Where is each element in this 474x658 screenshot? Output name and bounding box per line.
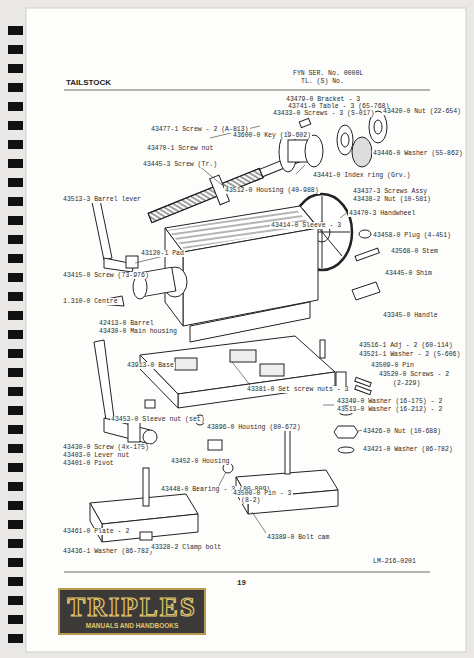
part-label: 43433-0 Screws - 3 (S-017) [272, 110, 375, 117]
part-label: 43389-0 Bolt cam [266, 534, 330, 541]
paper-sheet [26, 8, 466, 652]
part-label: 43470-1 Screw nut [146, 145, 214, 152]
part-label: 43913-0 Base [126, 362, 175, 369]
part-label: 43446-0 Washer (55-862) [372, 150, 464, 157]
part-label: 43328-2 Clamp bolt [150, 544, 222, 551]
part-label: 43349-0 Washer (16-175) - 2 [336, 398, 443, 405]
part-label: 43441-0 Index ring (Grv.) [312, 172, 412, 179]
part-label: 42568-0 Stem [390, 248, 439, 255]
part-label: 43345-0 Handle [382, 312, 439, 319]
part-label: 43430-0 Screw (4x-175) [62, 444, 150, 451]
footer-rule [64, 572, 430, 573]
part-label: 43453-0 Sleeve nut (set) [110, 416, 206, 423]
part-label: 43521-1 Washer - 2 (5-606) [358, 351, 461, 358]
part-label: 43741-0 Table - 3 (65-768) [287, 103, 390, 110]
logo-tagline: MANUALS AND HANDBOOKS [66, 622, 198, 630]
part-label: 43520-0 Screws - 2 [378, 371, 450, 378]
binder-rings [8, 26, 23, 643]
page-title: TAILSTOCK [66, 78, 111, 87]
part-label: 43452-0 Housing [170, 458, 231, 465]
part-label: 43437-3 Screws Assy [352, 188, 428, 195]
part-label: 1.310-0 Centre [62, 298, 119, 305]
part-label: 43600-0 Key (19-602) [232, 132, 312, 139]
part-label: TL. (S) No. [300, 78, 345, 85]
part-label: 43420-0 Nut (22-654) [382, 108, 462, 115]
part-label: 43513-3 Barrel lever [62, 196, 142, 203]
part-label: 43470-3 Handwheel [348, 210, 416, 217]
part-label: 43414-0 Sleeve - 3 [270, 222, 342, 229]
part-label: LM-216-0201 [372, 558, 417, 565]
part-label: 43512-0 Housing (40-988) [224, 187, 320, 194]
part-label: FYN SER. No. 0000L [292, 70, 364, 77]
part-label: 43461-0 Plate - 2 [62, 528, 130, 535]
part-label: (8-2) [240, 497, 262, 504]
part-label: 43500-0 Pin - 3 [232, 490, 293, 497]
part-label: 43509-0 Pin [370, 362, 415, 369]
logo-box: TRIPLESMANUALS AND HANDBOOKS [58, 588, 206, 635]
part-label: 43436-1 Washer (86-782) [62, 548, 154, 555]
part-label: 43445-0 Shim [384, 270, 433, 277]
part-label: 43516-1 Adj - 2 (60-114) [358, 342, 454, 349]
part-label: 43438-2 Nut (10-581) [352, 196, 432, 203]
part-label: 43381-0 Set screw nuts - 3 [246, 386, 349, 393]
part-label: 43430-0 Main housing [98, 328, 178, 335]
part-label: 43401-0 Pivot [62, 460, 115, 467]
part-label: 43120-1 Pad [140, 250, 185, 257]
page-number: 19 [236, 580, 247, 587]
part-label: 43896-0 Housing (80-672) [206, 424, 302, 431]
header-rule [64, 90, 430, 91]
part-label: 43458-0 Plug (4-451) [372, 232, 452, 239]
part-label: 43445-3 Screw (Tr.) [142, 161, 218, 168]
part-label: 43415-0 Screw (73-976) [62, 272, 150, 279]
part-label: 42413-0 Barrel [98, 320, 155, 327]
part-label: 43426-0 Nut (10-688) [362, 428, 442, 435]
part-label: (2-229) [392, 380, 421, 387]
logo-name: TRIPLES [66, 593, 198, 622]
part-label: 43403-0 Lever nut [62, 452, 130, 459]
part-label: 43421-0 Washer (86-782) [362, 446, 454, 453]
part-label: 43513-0 Washer (16-212) - 2 [336, 406, 443, 413]
part-label: 43479-0 Bracket - 3 [285, 96, 361, 103]
